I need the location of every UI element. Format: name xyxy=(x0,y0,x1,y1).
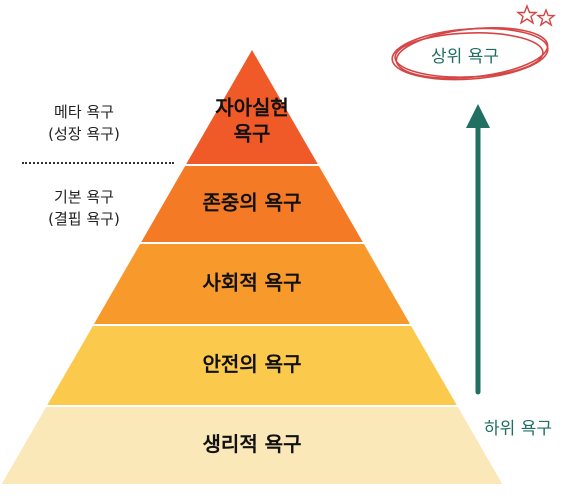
basic-needs-title: 기본 욕구 xyxy=(54,188,114,206)
star-icon xyxy=(516,4,538,25)
pyramid-level-4-label: 안전의 욕구 xyxy=(203,352,302,376)
meta-needs-subtitle: (성장 욕구) xyxy=(48,125,120,143)
meta-needs-title: 메타 욕구 xyxy=(54,103,114,121)
pyramid-level-1-label: 자아실현 xyxy=(215,96,289,120)
basic-needs-subtitle: (결핍 욕구) xyxy=(48,210,120,228)
highlight-circle xyxy=(391,27,549,81)
pyramid-level-3-label: 사회적 욕구 xyxy=(203,271,302,295)
pyramid-level-5-label: 생리적 욕구 xyxy=(203,432,302,456)
pyramid-level-1-label: 욕구 xyxy=(234,122,271,146)
upward-arrow xyxy=(466,104,490,395)
star-icons xyxy=(516,4,557,27)
higher-needs-label: 상위 욕구 xyxy=(431,47,499,67)
star-icon xyxy=(535,8,557,27)
pyramid-level-2-label: 존중의 욕구 xyxy=(203,191,302,215)
arrow-head-icon xyxy=(466,104,490,128)
meta-needs-label: 메타 욕구 (성장 욕구) xyxy=(14,101,154,145)
basic-needs-label: 기본 욕구 (결핍 욕구) xyxy=(14,186,154,230)
divider-line xyxy=(22,162,174,164)
pyramid-level-5 xyxy=(0,405,506,486)
lower-needs-label: 하위 욕구 xyxy=(484,419,552,439)
